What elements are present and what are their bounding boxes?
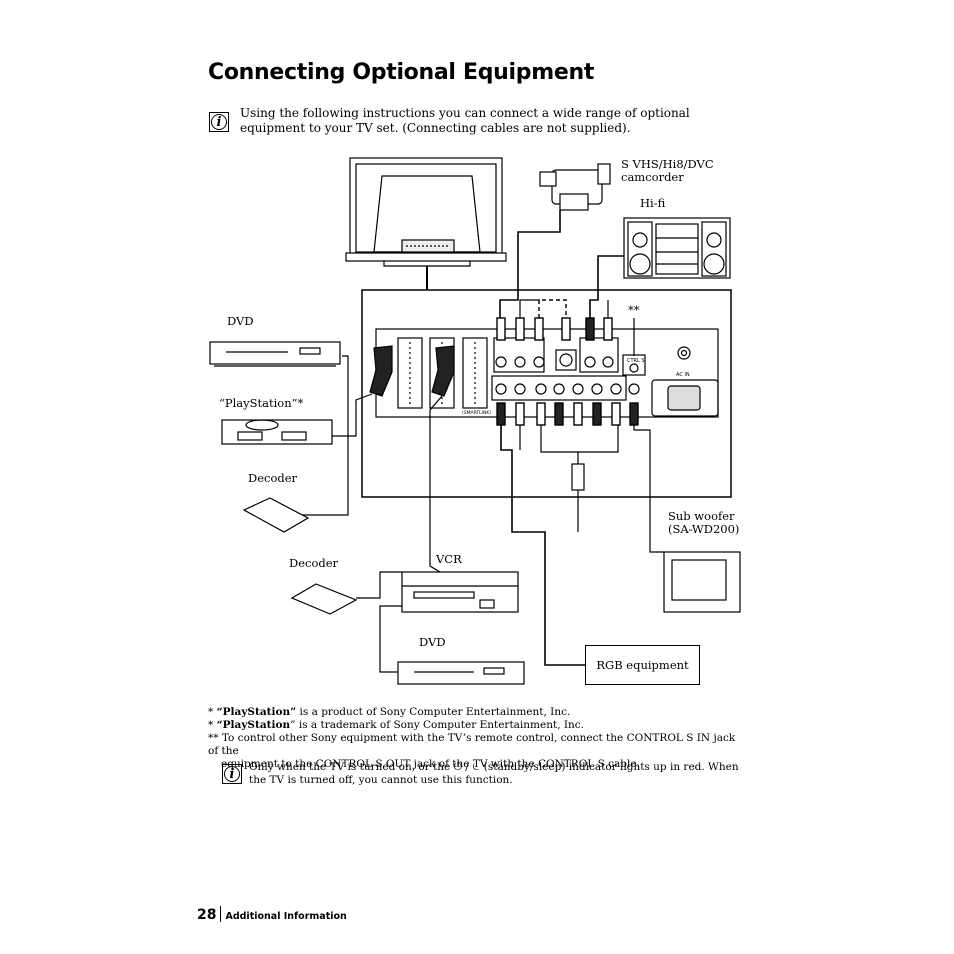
subwoofer-label: Sub woofer(SA-WD200) [668, 509, 740, 536]
page-footer: 28 Additional Information [197, 904, 347, 923]
decoder-left-label: Decoder [248, 471, 298, 485]
smartlink-label: (SMARTLINK) [462, 410, 491, 416]
subwoofer-illustration [663, 551, 741, 613]
ctrl-s-label: CTRL S [627, 358, 645, 364]
info-icon-note: i [222, 764, 242, 784]
decoder-left-illustration [242, 497, 310, 533]
footnote-3-line2: equipment to the CONTROL S OUT jack of t… [221, 758, 640, 770]
page-number: 28 [197, 907, 217, 923]
vcr-illustration [401, 571, 519, 613]
double-asterisk-marker: ** [628, 303, 640, 317]
footnote-1: * “PlayStation” is a product of Sony Com… [208, 706, 571, 718]
dvd-top-label: DVD [227, 314, 254, 328]
playstation-illustration [221, 419, 333, 445]
decoder-bottom-illustration [290, 583, 358, 615]
vcr-label: VCR [436, 552, 462, 566]
camcorder-illustration [539, 163, 611, 211]
section-name: Additional Information [225, 911, 347, 922]
dvd-top-illustration [209, 341, 341, 367]
footnote-3-line1: ** To control other Sony equipment with … [208, 732, 736, 757]
page-title: Connecting Optional Equipment [208, 60, 595, 85]
hifi-label: Hi-fi [640, 196, 666, 210]
footnote-2: * “PlayStation” is a trademark of Sony C… [208, 719, 585, 731]
rgb-equipment-box: RGB equipment [585, 645, 700, 685]
standby-note: Only when the TV is turned on, or the ⏻ … [249, 761, 739, 786]
intro-text: Using the following instructions you can… [240, 106, 690, 135]
footnotes: * “PlayStation” is a product of Sony Com… [208, 706, 748, 771]
power-standby-icons: ⏻ / ⏾ [453, 761, 481, 773]
bottom-rca-jacks [491, 375, 719, 417]
tv-rear-illustration [345, 157, 507, 290]
decoder-bottom-label: Decoder [289, 556, 339, 570]
dvd-bottom-illustration [397, 661, 525, 685]
hifi-illustration [623, 217, 731, 279]
playstation-label: “PlayStation”* [219, 396, 304, 410]
ac-in-label: AC IN [676, 372, 690, 378]
dvd-bottom-label: DVD [419, 635, 446, 649]
info-icon: i [209, 112, 229, 132]
